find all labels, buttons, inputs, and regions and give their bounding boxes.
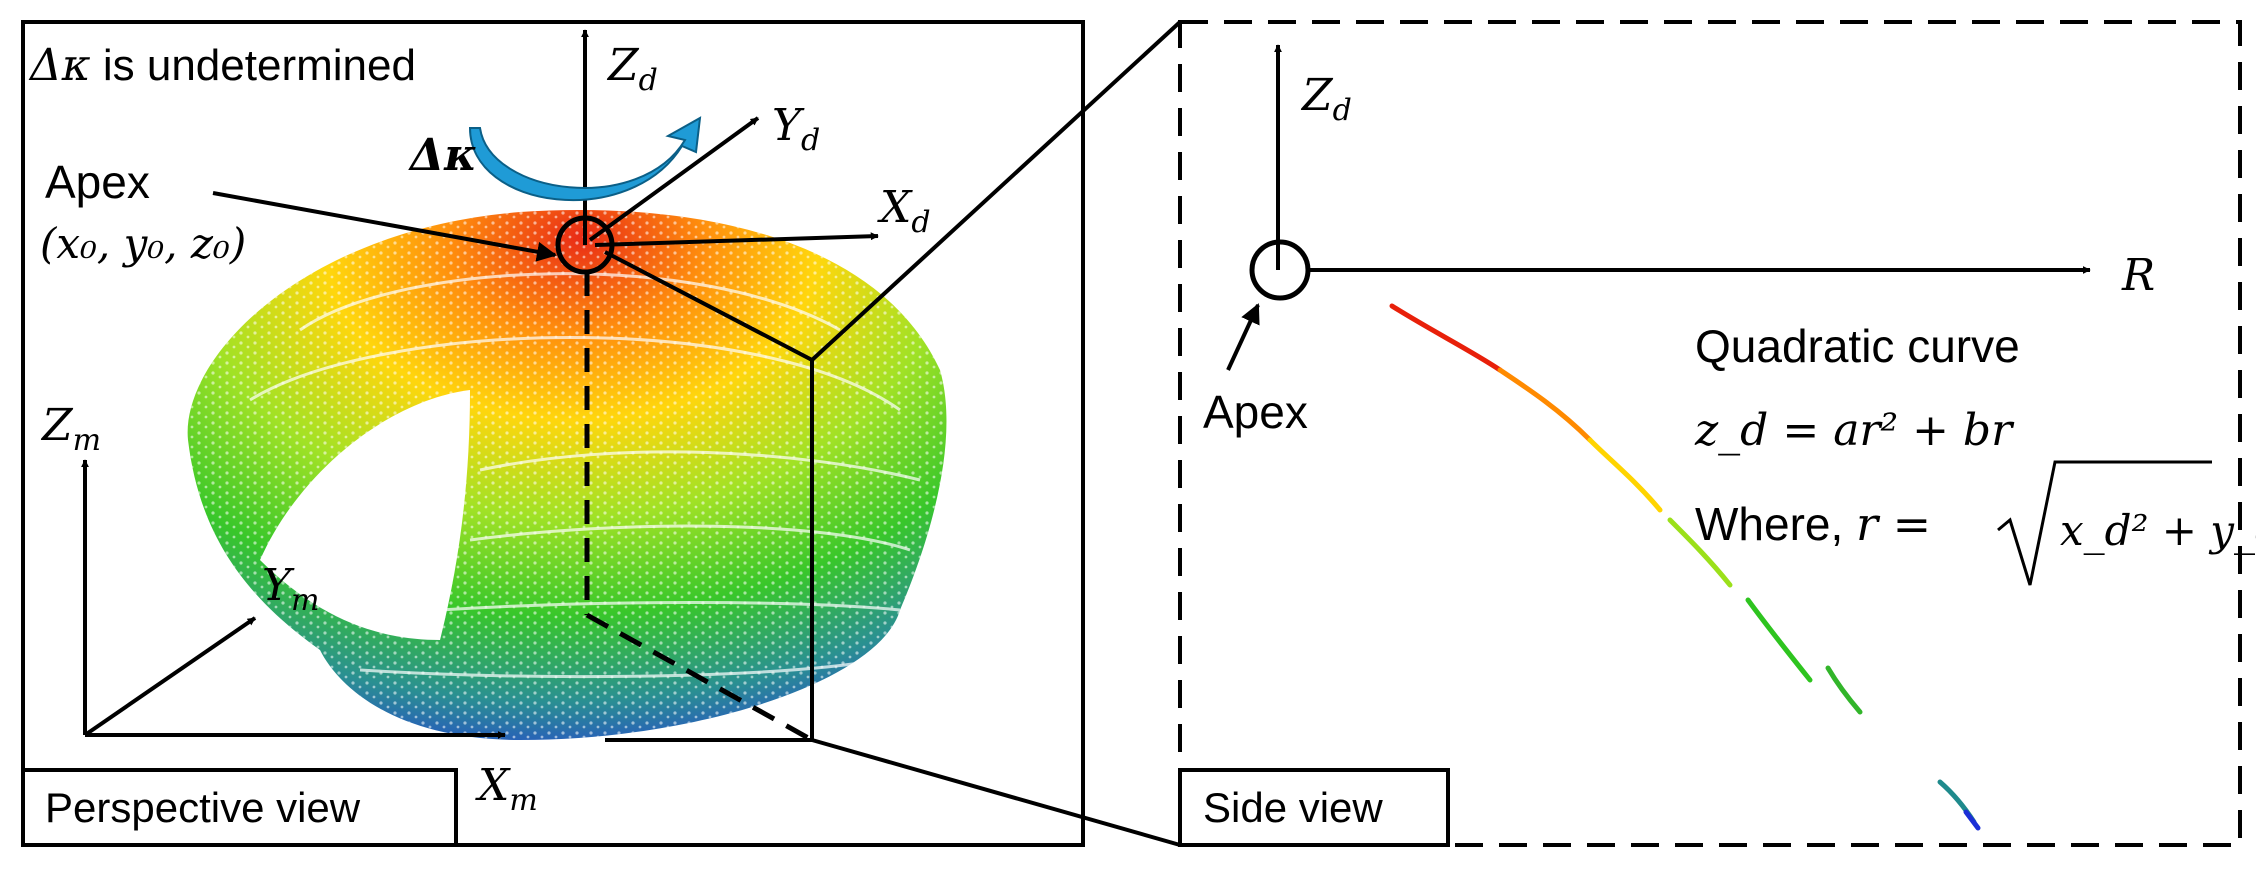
side-apex-pointer [1226, 303, 1260, 371]
device-y-label: Yd [772, 100, 820, 158]
apex-label-perspective: Apex [45, 156, 150, 208]
profile-points [1389, 303, 1981, 831]
zoom-connector [604, 20, 1182, 847]
profile-segment-yellow [1587, 437, 1663, 513]
rotation-label: Δκ [408, 130, 477, 181]
map-x-label: Xm [475, 760, 538, 818]
side-r-label: R [2121, 250, 2155, 301]
side-view-frame [1178, 20, 2242, 847]
cone-gap [260, 390, 470, 640]
side-view-label: Side view [1203, 784, 1383, 831]
profile-segment-green2 [1825, 665, 1863, 715]
side-view-label-box [1178, 768, 1450, 847]
device-x-axis [594, 232, 879, 247]
undetermined-text: is undetermined [91, 41, 416, 90]
sqrt-content: x_d² + y_d² [2060, 506, 2256, 555]
map-z-label: Zm [40, 400, 101, 458]
rotation-arrow [468, 116, 702, 201]
cone-speckle [187, 209, 947, 741]
sqrt-sign [1997, 460, 2212, 586]
device-x-label: Xd [877, 182, 931, 240]
map-y-axis [83, 616, 257, 737]
apex-coordinates: (x₀, y₀, z₀) [40, 219, 246, 268]
delta-kappa-symbol: Δκ [28, 40, 91, 91]
point-cloud-cone [187, 209, 947, 741]
apex-diagonal-dashed [585, 612, 814, 743]
map-y-label: Ym [262, 560, 320, 618]
side-view-panel: Zd R Apex Quadratic curve z_d = ar² + br… [1178, 20, 2256, 847]
zoom-region-outline [604, 250, 814, 742]
device-z-label: Zd [606, 40, 658, 98]
perspective-frame [21, 20, 1085, 847]
profile-segment-green [1745, 597, 1813, 683]
apex-circle-side [1249, 239, 1311, 301]
undetermined-note: Δκ is undetermined [28, 40, 416, 91]
device-y-axis [588, 116, 760, 242]
profile-segment-red [1389, 303, 1503, 373]
profile-segment-blue [1963, 809, 1981, 831]
cone-rings [249, 272, 921, 679]
perspective-label-box [21, 768, 458, 847]
apex-pointer-arrow [212, 191, 557, 262]
curve-equation: z_d = ar² + br [1694, 405, 2015, 456]
perspective-panel: Δκ is undetermined Zd Yd Xd Δκ Apex (x₀,… [21, 20, 1085, 847]
profile-segment-yellowgreen [1667, 517, 1733, 588]
where-line: Where, r = [1695, 497, 1931, 551]
zoom-line-bottom [811, 738, 1181, 847]
zoom-line-top [810, 20, 1182, 362]
apex-label-side: Apex [1203, 386, 1308, 438]
perspective-view-label: Perspective view [45, 784, 361, 831]
profile-segment-orange [1497, 367, 1593, 443]
side-z-label: Zd [1300, 70, 1352, 128]
curve-title: Quadratic curve [1695, 320, 2020, 372]
